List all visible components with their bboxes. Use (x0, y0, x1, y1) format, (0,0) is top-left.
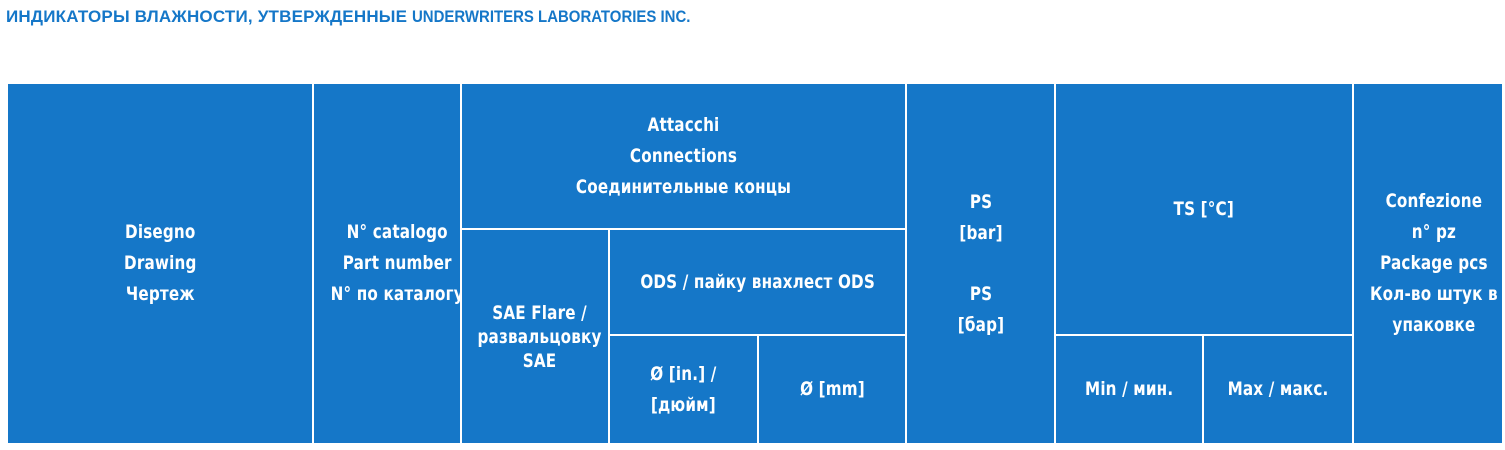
sae-flare-label-en: SAE Flare / (492, 301, 587, 324)
title-english: UNDERWRITERS LABORATORIES INC. (412, 7, 691, 26)
diameter-in-label-en: Ø [in.] / (650, 362, 717, 385)
connections-label-ru: Соединительные концы (575, 175, 792, 198)
package-label-it: Confezione (1385, 190, 1483, 212)
ps-label-en: PS (969, 190, 992, 213)
ps-spacer (957, 249, 1003, 279)
catalog-label-it: N° catalogo (346, 221, 448, 243)
ts-max-label: Max / макс. (1227, 378, 1329, 400)
catalog-label-en: Part number (342, 252, 452, 274)
catalog-label: N° catalogo Part number N° по каталогу (330, 217, 461, 310)
diameter-in-label-ru: [дюйм] (651, 393, 716, 416)
diameter-in-label: Ø [in.] / [дюйм] (650, 359, 716, 421)
sae-flare-label: SAE Flare / развальцовку SAE (478, 301, 602, 373)
header-cell-ts-max: Max / макс. (1202, 334, 1355, 445)
diameter-mm-label: Ø [mm] (799, 378, 865, 400)
header-cell-drawing: Disegno Drawing Чертеж (6, 82, 314, 445)
ods-label: ODS / пайку внахлест ODS (640, 270, 875, 293)
drawing-label-it: Disegno (124, 221, 196, 243)
ts-min-label: Min / мин. (1084, 378, 1174, 400)
header-cell-diameter-in: Ø [in.] / [дюйм] (608, 334, 759, 445)
title-russian: ИНДИКАТОРЫ ВЛАЖНОСТИ, УТВЕРЖДЕННЫЕ (6, 7, 413, 26)
specification-table-header: Disegno Drawing Чертеж N° catalogo Part … (6, 82, 1505, 445)
header-cell-sae-flare: SAE Flare / развальцовку SAE (460, 228, 610, 445)
header-cell-ts-min: Min / мин. (1054, 334, 1205, 445)
package-label-en: Package pcs (1380, 252, 1488, 274)
sae-flare-label-sae: SAE (522, 349, 557, 372)
header-cell-connections: Attacchi Connections Соединительные конц… (459, 82, 908, 230)
connections-label-en: Connections (629, 144, 738, 167)
sae-flare-label-ru: развальцовку (477, 325, 602, 348)
ps-label: PS [bar] PS [бар] (957, 187, 1003, 341)
drawing-label: Disegno Drawing Чертеж (124, 217, 196, 310)
package-label: Confezione n° pz Package pcs Кол-во штук… (1370, 186, 1498, 341)
header-cell-package: Confezione n° pz Package pcs Кол-во штук… (1352, 82, 1505, 445)
connections-label: Attacchi Connections Соединительные конц… (576, 110, 791, 203)
package-label-it-pcs: n° pz (1411, 221, 1457, 243)
ps-unit-en: [bar] (958, 221, 1003, 244)
header-cell-diameter-mm: Ø [mm] (756, 334, 908, 445)
header-cell-ps: PS [bar] PS [бар] (905, 82, 1057, 445)
package-label-ru-2: упаковке (1392, 314, 1476, 336)
page-title: ИНДИКАТОРЫ ВЛАЖНОСТИ, УТВЕРЖДЕННЫЕ UNDER… (6, 6, 729, 28)
header-cell-ods: ODS / пайку внахлест ODS (607, 228, 908, 336)
drawing-label-en: Drawing (123, 252, 197, 274)
header-cell-ts: TS [°C] (1054, 82, 1355, 336)
connections-label-it: Attacchi (647, 113, 720, 136)
ps-unit-ru: [бар] (957, 313, 1004, 336)
ps-label-ru: PS (969, 282, 992, 305)
package-label-ru-1: Кол-во штук в (1370, 283, 1498, 305)
drawing-label-ru: Чертеж (125, 283, 195, 305)
ts-label: TS [°C] (1173, 197, 1235, 220)
catalog-label-ru: N° по каталогу (330, 283, 461, 305)
header-cell-catalog: N° catalogo Part number N° по каталогу (312, 82, 462, 445)
